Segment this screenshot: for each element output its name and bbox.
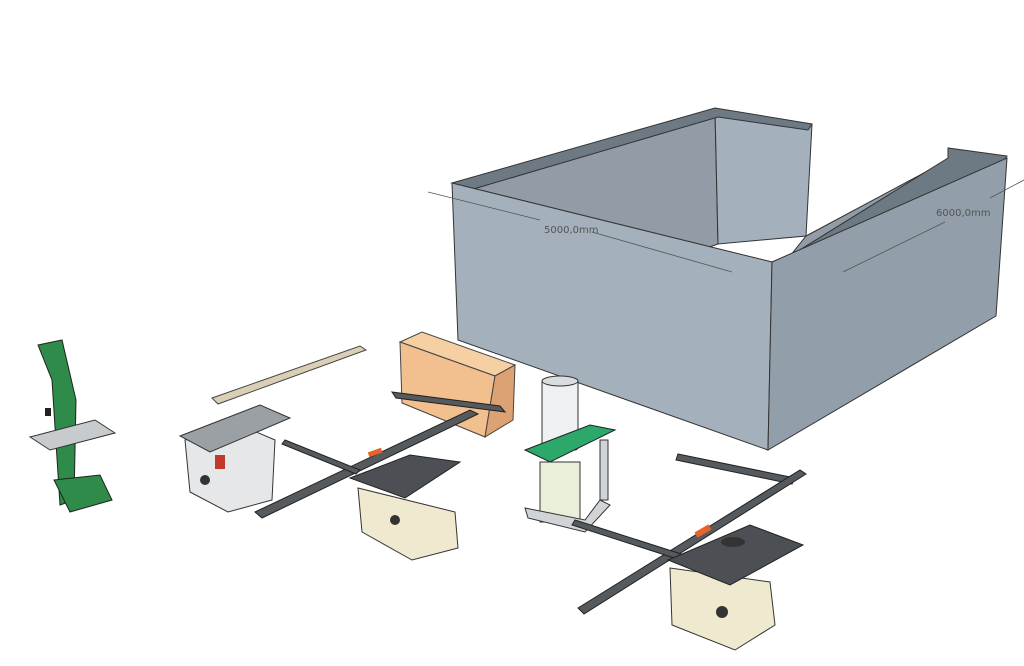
dimension-lines bbox=[427, 179, 1024, 273]
dust-collector[interactable] bbox=[523, 375, 617, 533]
walls bbox=[450, 107, 1008, 451]
bandsaw[interactable] bbox=[28, 339, 117, 513]
table-saw-left[interactable] bbox=[254, 391, 507, 561]
dimension-label-6000: 6000,0mm bbox=[936, 208, 990, 219]
dimension-label-5000: 5000,0mm bbox=[544, 225, 598, 236]
right-wall-face bbox=[767, 157, 1008, 451]
planer-thicknesser[interactable] bbox=[178, 404, 292, 513]
table-saw-right[interactable] bbox=[571, 453, 807, 651]
back-right-wall bbox=[714, 109, 813, 245]
wood-board[interactable] bbox=[211, 345, 368, 405]
